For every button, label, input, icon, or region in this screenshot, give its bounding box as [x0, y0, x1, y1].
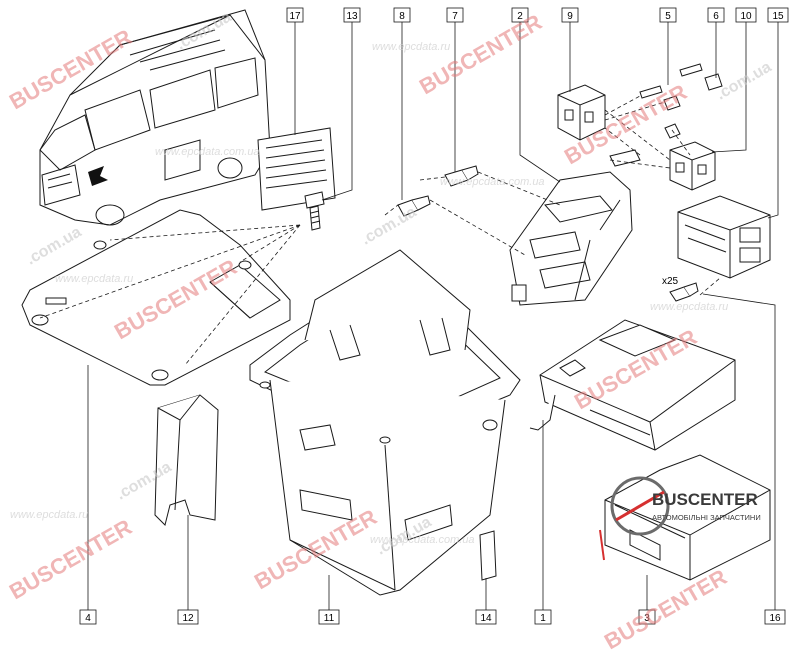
callout-10: 10 [735, 7, 757, 23]
svg-text:14: 14 [480, 613, 492, 624]
watermark-site: www.epcdata.com.ua [440, 176, 545, 188]
bracket [154, 394, 219, 526]
callout-3: 3 [638, 609, 656, 625]
callout-9: 9 [561, 7, 579, 23]
callout-11: 11 [318, 609, 340, 625]
watermark-site: www.epcdata.ru [372, 41, 450, 53]
quantity-label: x25 [662, 276, 679, 287]
watermark-domain: .com.ua [24, 223, 85, 268]
callout-4: 4 [79, 609, 97, 625]
watermark-brand: BUSCENTER [415, 9, 546, 99]
relay-9 [557, 84, 606, 141]
terminal-7 [444, 165, 479, 187]
gasket [609, 149, 641, 167]
callout-7: 7 [446, 7, 464, 23]
callout-12: 12 [177, 609, 199, 625]
svg-text:7: 7 [452, 11, 458, 22]
watermark-brand: BUSCENTER [600, 564, 731, 654]
callout-5: 5 [659, 7, 677, 23]
watermark-site: www.epcdata.ru [55, 273, 133, 285]
svg-text:6: 6 [713, 11, 719, 22]
svg-text:12: 12 [182, 613, 194, 624]
svg-text:16: 16 [769, 613, 781, 624]
svg-text:17: 17 [289, 11, 301, 22]
bolt [304, 191, 325, 231]
svg-text:5: 5 [665, 11, 671, 22]
callout-14: 14 [475, 609, 497, 625]
buscenter-logo: BUSCENTER АВТОМОБІЛЬНІ ЗАПЧАСТИНИ [610, 476, 761, 536]
callout-13: 13 [343, 7, 361, 23]
svg-text:3: 3 [644, 613, 650, 624]
terminal-x25 [669, 282, 699, 302]
svg-text:9: 9 [567, 11, 573, 22]
callout-6: 6 [707, 7, 725, 23]
mounting-tray [604, 454, 771, 581]
fuse-box-location-arrow [88, 166, 108, 186]
callout-1: 1 [534, 609, 552, 625]
watermark-site: www.epcdata.ru [650, 301, 728, 313]
logo-tagline: АВТОМОБІЛЬНІ ЗАПЧАСТИНИ [652, 513, 761, 522]
fuse-box-lid [529, 319, 736, 451]
svg-text:8: 8 [399, 11, 405, 22]
fuse-box-housing [249, 249, 521, 596]
watermark-site: www.epcdata.ru [10, 509, 88, 521]
svg-text:4: 4 [85, 613, 91, 624]
svg-text:10: 10 [740, 11, 752, 22]
terminal-8 [397, 195, 431, 217]
relay-board [509, 171, 633, 306]
fuse-block [677, 195, 771, 279]
svg-text:15: 15 [772, 11, 784, 22]
svg-text:13: 13 [346, 11, 358, 22]
assembly-lines [39, 95, 721, 366]
callout-15: 15 [767, 7, 789, 23]
svg-text:11: 11 [324, 613, 335, 624]
watermark-site: www.epcdata.com.ua [370, 534, 475, 546]
svg-text:1: 1 [540, 613, 546, 624]
leader-lines [87, 20, 779, 612]
callout-8: 8 [393, 7, 411, 23]
small-label [479, 530, 497, 581]
tray-clip-highlight [599, 529, 605, 561]
callout-17: 17 [286, 7, 304, 23]
van-illustration [39, 9, 271, 226]
callout-16: 16 [764, 609, 786, 625]
logo-name: BUSCENTER [652, 490, 758, 509]
watermark-domain: .com.ua [359, 203, 420, 248]
relay-10 [669, 141, 716, 191]
watermark-brand: BUSCENTER [5, 514, 136, 604]
svg-text:2: 2 [517, 11, 523, 22]
watermark-domain: .com.ua [714, 58, 775, 103]
callout-2: 2 [511, 7, 529, 23]
watermark-site: www.epcdata.com.ua [155, 146, 260, 158]
label-sticker [257, 127, 336, 211]
